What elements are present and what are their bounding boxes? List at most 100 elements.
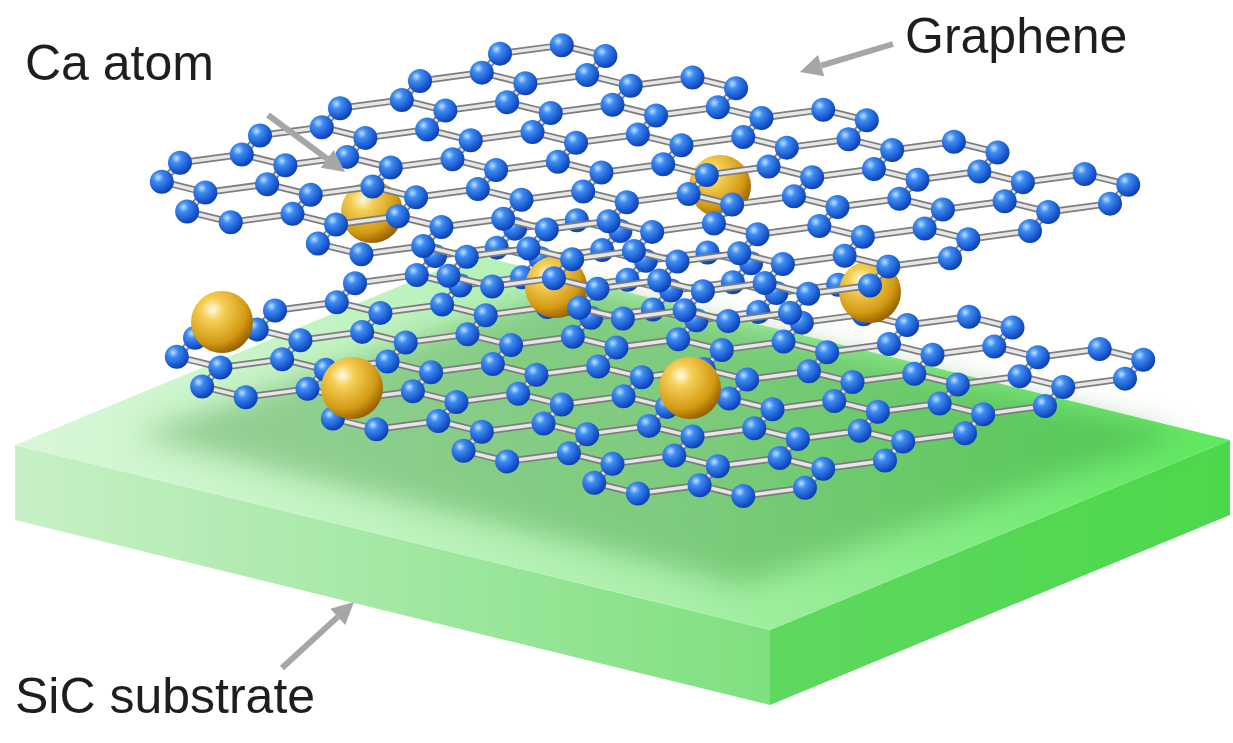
carbon-atom <box>404 185 428 209</box>
carbon-atom <box>1001 316 1025 340</box>
calcium-atom <box>191 291 253 353</box>
carbon-atom <box>586 277 610 301</box>
carbon-atom <box>604 335 628 359</box>
carbon-atom <box>1098 192 1122 216</box>
carbon-atom <box>720 193 744 217</box>
carbon-atom <box>1008 364 1032 388</box>
carbon-atom <box>415 118 439 142</box>
carbon-atom <box>281 202 305 226</box>
carbon-atom <box>967 159 991 183</box>
carbon-atom <box>880 138 904 162</box>
part-label: SiC substrate <box>15 668 315 726</box>
carbon-atom <box>582 471 606 495</box>
carbon-atom <box>273 153 297 177</box>
carbon-atom <box>234 385 258 409</box>
carbon-atom <box>509 188 533 212</box>
carbon-atom <box>426 409 450 433</box>
carbon-atom <box>1116 173 1140 197</box>
calcium-atom <box>659 357 721 419</box>
carbon-atom <box>586 354 610 378</box>
carbon-atom <box>499 333 523 357</box>
carbon-atom <box>626 122 650 146</box>
carbon-atom <box>557 441 581 465</box>
carbon-atom <box>190 374 214 398</box>
carbon-atom <box>673 298 697 322</box>
carbon-atom <box>394 331 418 355</box>
carbon-atom <box>175 199 199 223</box>
carbon-atom <box>524 363 548 387</box>
carbon-atom <box>647 269 671 293</box>
carbon-atom <box>491 207 515 231</box>
carbon-atom <box>1051 375 1075 399</box>
carbon-atom <box>677 182 701 206</box>
carbon-atom <box>575 422 599 446</box>
carbon-atom <box>772 330 796 354</box>
carbon-atom <box>731 484 755 508</box>
carbon-atom <box>429 215 453 239</box>
carbon-atom <box>710 338 734 362</box>
carbon-atom <box>546 150 570 174</box>
carbon-atom <box>571 179 595 203</box>
carbon-atom <box>826 195 850 219</box>
carbon-atom <box>771 252 795 276</box>
carbon-atom <box>561 325 585 349</box>
carbon-atom <box>811 98 835 122</box>
carbon-atom <box>862 157 886 181</box>
carbon-atom <box>296 377 320 401</box>
carbon-atom <box>630 365 654 389</box>
carbon-atom <box>368 301 392 325</box>
carbon-atom <box>193 180 217 204</box>
carbon-atom <box>488 42 512 66</box>
carbon-atom <box>735 368 759 392</box>
graphene-lower-layer <box>165 208 1155 508</box>
carbon-atom <box>891 429 915 453</box>
carbon-atom <box>230 142 254 166</box>
carbon-atom <box>848 419 872 443</box>
carbon-atom <box>691 279 715 303</box>
carbon-atom <box>688 473 712 497</box>
carbon-atom <box>495 449 519 473</box>
carbon-atom <box>480 274 504 298</box>
carbon-atom <box>532 411 556 435</box>
carbon-atom <box>484 158 508 182</box>
carbon-atom <box>877 332 901 356</box>
carbon-atom <box>921 343 945 367</box>
carbon-atom <box>1131 348 1155 372</box>
carbon-atom <box>361 175 385 199</box>
carbon-atom <box>219 210 243 234</box>
carbon-atom <box>521 120 545 144</box>
carbon-atom <box>1113 367 1137 391</box>
carbon-atom <box>807 214 831 238</box>
carbon-atom <box>666 327 690 351</box>
calcium-atom <box>689 155 751 217</box>
part-label: Ca atom <box>25 35 214 93</box>
sic-slab <box>15 255 1230 705</box>
carbon-atom <box>873 448 897 472</box>
carbon-atom <box>822 389 846 413</box>
carbon-atom <box>851 225 875 249</box>
carbon-atom <box>742 416 766 440</box>
carbon-atom <box>644 103 668 127</box>
carbon-atom <box>1011 170 1035 194</box>
carbon-atom <box>150 170 174 194</box>
carbon-atom <box>815 340 839 364</box>
carbon-atom <box>444 390 468 414</box>
carbon-atom <box>612 384 636 408</box>
carbon-atom <box>1073 162 1097 186</box>
carbon-atom <box>651 152 675 176</box>
carbon-atom <box>324 213 348 237</box>
carbon-atom <box>589 160 613 184</box>
graphene-shadow <box>135 285 1185 585</box>
carbon-atom <box>757 155 781 179</box>
carbon-atom <box>611 307 635 331</box>
carbon-atom <box>405 263 429 287</box>
carbon-atom <box>419 360 443 384</box>
carbon-atom <box>364 417 388 441</box>
carbon-atom <box>376 350 400 374</box>
carbon-atom <box>517 236 541 260</box>
carbon-atom <box>550 33 574 57</box>
carbon-atom <box>379 156 403 180</box>
carbon-atom <box>306 232 330 256</box>
carbon-atom <box>615 190 639 214</box>
